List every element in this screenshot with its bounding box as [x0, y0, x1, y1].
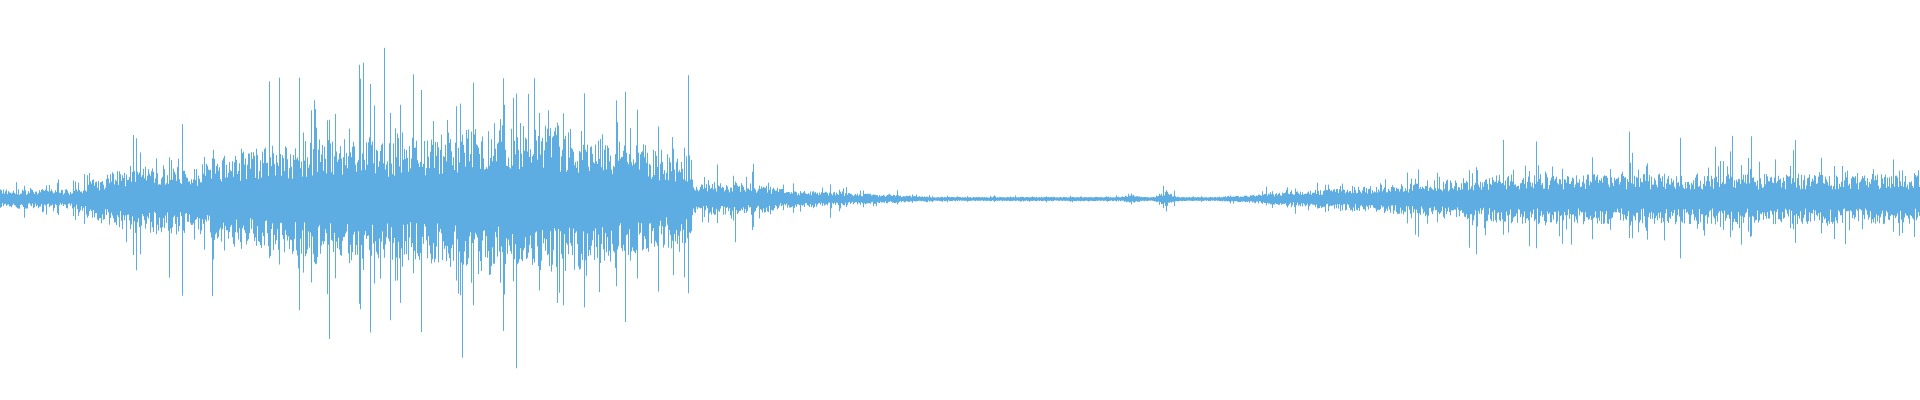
waveform-path [0, 47, 1920, 369]
